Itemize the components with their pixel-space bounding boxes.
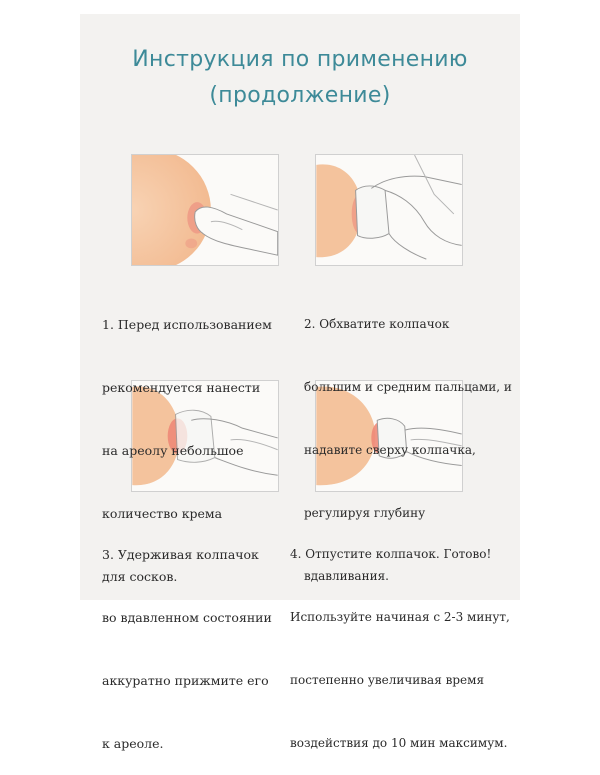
step-1-caption: 1. Перед использованием рекомендуется на… xyxy=(102,272,272,608)
step-3-illustration xyxy=(131,380,279,492)
step-2-caption: 2. Обхватите колпачок большим и средним … xyxy=(304,272,512,608)
step-2-drawing xyxy=(316,155,462,260)
step-4-caption: 4. Отпустите колпачок. Готово! Используй… xyxy=(290,502,510,775)
breast-shape xyxy=(316,164,362,258)
cap-shape xyxy=(355,185,390,239)
breast-shape xyxy=(132,155,211,265)
breast-shape xyxy=(316,386,376,486)
caption-line: во вдавленном состоянии xyxy=(102,610,272,625)
finger-shape xyxy=(194,206,278,256)
caption-line: регулируя глубину xyxy=(304,506,426,520)
step-4-illustration xyxy=(315,380,463,492)
caption-line: 1. Перед использованием xyxy=(102,317,272,332)
caption-line: вдавливания. xyxy=(304,569,389,583)
caption-line: аккуратно прижмите его xyxy=(102,673,269,688)
breast-shape xyxy=(132,386,180,486)
caption-line: надавите сверху колпачка, xyxy=(304,443,476,457)
caption-line: для сосков. xyxy=(102,569,178,584)
step-3-caption: 3. Удерживая колпачок во вдавленном сост… xyxy=(102,502,272,775)
step-1-drawing xyxy=(132,155,278,265)
caption-line: большим и средним пальцами, и xyxy=(304,380,512,394)
step-1-illustration xyxy=(131,154,279,266)
step-3-drawing xyxy=(132,386,278,486)
caption-line: постепенно увеличивая время xyxy=(290,673,485,687)
title-line-2: (продолжение) xyxy=(209,83,391,108)
caption-line: на ареолу небольшое xyxy=(102,443,244,458)
title-line-1: Инструкция по применению xyxy=(132,47,468,72)
page-title: Инструкция по применению (продолжение) xyxy=(80,42,520,114)
cap-shape xyxy=(376,417,408,459)
step-2-illustration xyxy=(315,154,463,266)
caption-line: рекомендуется нанести xyxy=(102,380,261,395)
caption-line: количество крема xyxy=(102,506,223,521)
caption-line: воздействия до 10 мин максимум. xyxy=(290,736,508,750)
caption-line: к ареоле. xyxy=(102,736,164,751)
caption-line: 4. Отпустите колпачок. Готово! xyxy=(290,547,492,561)
step-4-drawing xyxy=(316,386,462,486)
caption-line: 2. Обхватите колпачок xyxy=(304,317,450,331)
caption-line: Используйте начиная с 2-3 минут, xyxy=(290,610,510,624)
instruction-card xyxy=(80,14,520,600)
caption-line: 3. Удерживая колпачок xyxy=(102,547,259,562)
